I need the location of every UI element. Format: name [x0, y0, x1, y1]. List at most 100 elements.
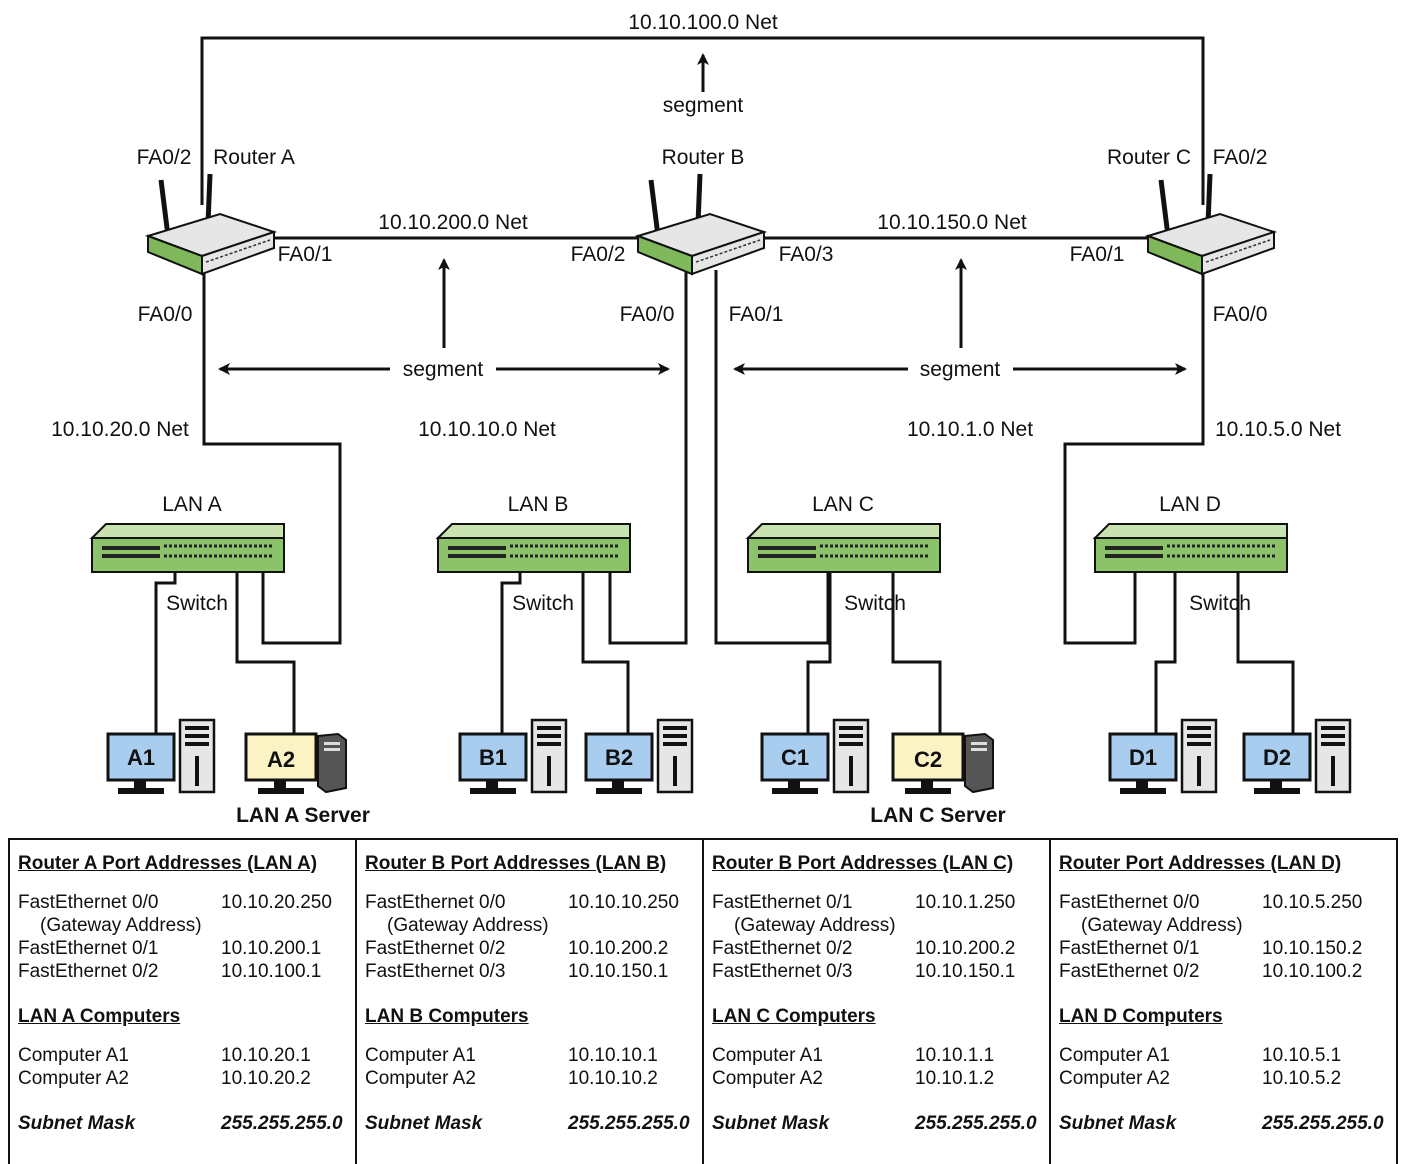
net-label-ab: 10.10.200.0 Net: [378, 211, 528, 234]
switch-c-label: Switch: [844, 592, 906, 615]
port-address: 10.10.100.2: [1262, 961, 1363, 982]
pc-label-d1: D1: [1129, 745, 1157, 770]
lan-c-label: LAN C: [812, 493, 874, 516]
lan-d-label: LAN D: [1159, 493, 1221, 516]
computer-address: 10.10.1.2: [915, 1068, 995, 1089]
router-b-icon: [634, 173, 768, 276]
port-address: 10.10.100.1: [221, 961, 322, 982]
port-name: FastEthernet 0/2: [712, 938, 853, 959]
subnet-mask-row: Subnet Mask 255.255.255.0: [1059, 1112, 1388, 1135]
computer-address: 10.10.20.2: [221, 1068, 311, 1089]
computer-b2-icon: B2: [584, 718, 694, 794]
subnet-mask-label: Subnet Mask: [712, 1113, 830, 1134]
segment-label-ab: segment: [403, 358, 484, 381]
pc-label-b1: B1: [479, 745, 507, 770]
subnet-mask-row: Subnet Mask 255.255.255.0: [365, 1112, 694, 1135]
port-address: 10.10.1.250: [915, 892, 1016, 913]
port-name: FastEthernet 0/1: [1059, 938, 1200, 959]
panel-heading: Router B Port Addresses (LAN B): [365, 853, 667, 874]
wires: [154, 36, 1295, 738]
computer-c1-icon: C1: [760, 718, 870, 794]
port-a-fa01: FA0/1: [278, 243, 333, 266]
port-address: 10.10.150.2: [1262, 938, 1363, 959]
subnet-mask-row: Subnet Mask 255.255.255.0: [712, 1112, 1041, 1135]
switch-lan-a-icon: [89, 523, 285, 573]
pc-label-a2: A2: [267, 747, 295, 772]
wire-lan-d-uplink: [1063, 268, 1205, 645]
subnet-mask-label: Subnet Mask: [1059, 1113, 1177, 1134]
port-c-fa02: FA0/2: [1213, 146, 1268, 169]
computer-name: Computer A1: [18, 1045, 129, 1066]
port-address: 10.10.5.250: [1262, 892, 1363, 913]
port-c-fa00: FA0/0: [1213, 303, 1268, 326]
computer-d1-icon: D1: [1108, 718, 1218, 794]
address-panel-1: Router A Port Addresses (LAN A) FastEthe…: [10, 840, 357, 1164]
segment-label-top: segment: [663, 94, 744, 117]
wire-pc-a1: [154, 560, 177, 738]
net-label-lan-a: 10.10.20.0 Net: [51, 418, 189, 441]
subnet-mask-value: 255.255.255.0: [915, 1113, 1037, 1134]
port-address: 10.10.10.250: [568, 892, 679, 913]
computers-heading: LAN B Computers: [365, 1006, 529, 1027]
wire-pc-c1: [806, 560, 832, 738]
panel-heading: Router A Port Addresses (LAN A): [18, 853, 318, 874]
switch-lan-c-icon: [745, 523, 941, 573]
port-row: FastEthernet 0/0 10.10.20.250: [18, 891, 347, 914]
wire-lan-a-uplink: [202, 268, 342, 645]
port-name: FastEthernet 0/0: [18, 892, 159, 913]
network-diagram: A1 A2 B1 B2 C1: [51, 11, 1352, 827]
port-row: FastEthernet 0/2 10.10.100.2: [1059, 960, 1388, 983]
net-label-lan-d: 10.10.5.0 Net: [1215, 418, 1341, 441]
port-name: FastEthernet 0/1: [712, 892, 853, 913]
pc-label-c2: C2: [914, 747, 942, 772]
wire-pc-d1: [1154, 560, 1177, 738]
port-a-fa02: FA0/2: [137, 146, 192, 169]
wire-lan-b-uplink: [608, 270, 688, 645]
switch-a-label: Switch: [166, 592, 228, 615]
port-address: 10.10.150.1: [915, 961, 1016, 982]
pc-label-b2: B2: [605, 745, 633, 770]
computer-row: Computer A2 10.10.20.2: [18, 1067, 347, 1090]
address-panel-3: Router B Port Addresses (LAN C) FastEthe…: [704, 840, 1051, 1164]
wire-pc-b1: [500, 560, 522, 738]
pc-label-c1: C1: [781, 745, 809, 770]
port-name: FastEthernet 0/2: [1059, 961, 1200, 982]
pc-label-d2: D2: [1263, 745, 1291, 770]
net-label-top: 10.10.100.0 Net: [628, 11, 778, 34]
computer-a1-icon: A1: [106, 718, 216, 794]
panel-heading: Router B Port Addresses (LAN C): [712, 853, 1014, 874]
computers-heading: LAN A Computers: [18, 1006, 181, 1027]
switch-d-label: Switch: [1189, 592, 1251, 615]
lan-a-server-label: LAN A Server: [236, 804, 370, 827]
computer-name: Computer A2: [18, 1068, 129, 1089]
pc-label-a1: A1: [127, 745, 155, 770]
lan-c-server-label: LAN C Server: [870, 804, 1005, 827]
port-name: FastEthernet 0/1: [18, 938, 159, 959]
computer-name: Computer A1: [365, 1045, 476, 1066]
port-name: FastEthernet 0/3: [712, 961, 853, 982]
gateway-note: (Gateway Address): [1081, 915, 1243, 936]
subnet-mask-row: Subnet Mask 255.255.255.0: [18, 1112, 347, 1135]
computer-address: 10.10.10.1: [568, 1045, 658, 1066]
computer-d2-icon: D2: [1242, 718, 1352, 794]
port-b-fa02: FA0/2: [571, 243, 626, 266]
port-address: 10.10.200.2: [915, 938, 1016, 959]
computer-address: 10.10.1.1: [915, 1045, 995, 1066]
port-list: FastEthernet 0/1 10.10.1.250 (Gateway Addr…: [712, 891, 1041, 983]
address-tables: Router A Port Addresses (LAN A) FastEthe…: [8, 838, 1398, 1164]
computers-heading: LAN C Computers: [712, 1006, 876, 1027]
gateway-note: (Gateway Address): [734, 915, 896, 936]
segment-arrows: [218, 53, 1187, 375]
address-panel-2: Router B Port Addresses (LAN B) FastEthe…: [357, 840, 704, 1164]
port-address: 10.10.20.250: [221, 892, 332, 913]
